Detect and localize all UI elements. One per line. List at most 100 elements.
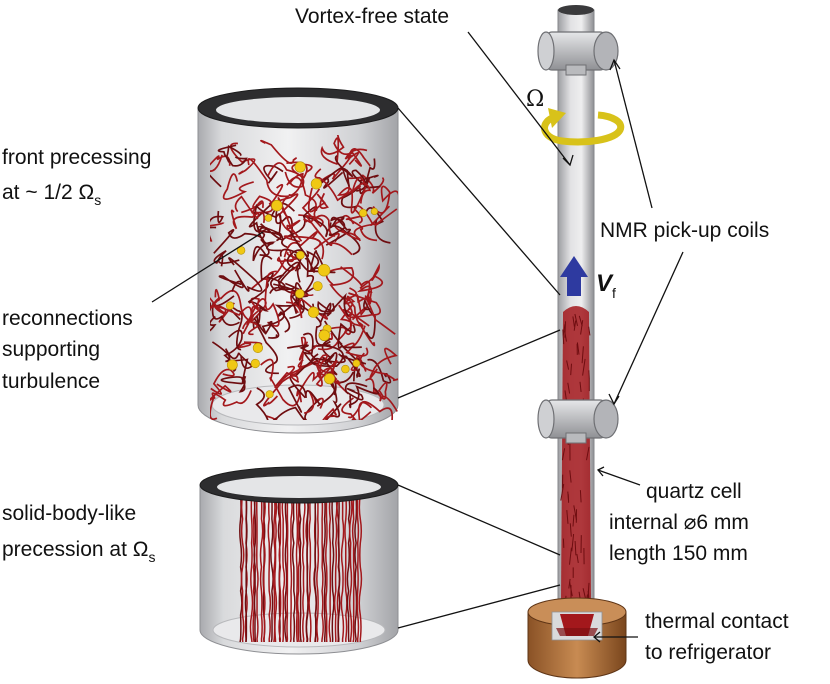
vortex-line (281, 494, 286, 642)
vortex-filament (210, 297, 227, 314)
vortex-filament (342, 325, 369, 357)
vortex-filament (340, 263, 380, 290)
up-arrow-icon (560, 256, 588, 296)
front-precessing-subscript: s (94, 192, 101, 208)
vortex-filament (210, 210, 224, 240)
vortex-filament (372, 185, 398, 214)
reconnection-point (296, 250, 305, 260)
vortex-line (256, 494, 259, 642)
tube-vortex-strand (571, 533, 575, 552)
vortex-filament (340, 208, 398, 241)
vortex-filament (325, 403, 342, 420)
vortex-line (346, 494, 351, 642)
vortex-filament (350, 355, 367, 372)
vortex-filament (287, 384, 321, 413)
vortex-filament (363, 298, 376, 340)
vortex-filament (210, 301, 217, 332)
vortex-line (322, 494, 327, 642)
vortex-line (259, 494, 264, 642)
label-reconnections: reconnections (2, 307, 133, 330)
vortex-filament (210, 383, 232, 420)
label-omega: Ω (526, 87, 544, 112)
copper-thermal-base (527, 597, 627, 679)
vortex-filament (314, 168, 362, 202)
vortex-filament (338, 304, 376, 347)
reconnection-point (294, 161, 306, 173)
tube-vortex-strand (574, 313, 578, 327)
vortex-line (351, 494, 355, 642)
vortex-line (356, 494, 360, 642)
reconnection-points (225, 161, 379, 399)
vortex-line (272, 494, 276, 642)
label-front-precessing: front precessing (2, 146, 151, 169)
vortex-filament (328, 217, 346, 237)
vortex-filament (218, 275, 244, 292)
reconnection-point (341, 364, 350, 374)
tube-vortex-strand (567, 382, 571, 394)
vortex-filament (251, 250, 295, 289)
vortex-filament (289, 353, 346, 399)
reconnection-point (359, 208, 368, 218)
tube-vortex-strand (566, 510, 569, 524)
vortex-filament (263, 164, 284, 184)
vortex-line (289, 494, 293, 642)
tube-vortex-strand (586, 594, 588, 600)
tube-vortex-strand (561, 448, 566, 461)
turbulent-vortex-tangle (210, 135, 398, 420)
vortex-filament (369, 347, 398, 379)
reconnection-point (225, 301, 235, 310)
vortex-filament (236, 341, 263, 349)
vortex-filament (320, 135, 345, 166)
vortex-filament (289, 257, 315, 320)
vortex-line (295, 494, 299, 642)
vortex-filament (260, 358, 302, 407)
tube-vortex-strand (576, 554, 579, 563)
tube-vortex-strand (573, 320, 577, 331)
vortex-filament (273, 282, 303, 310)
label-quartz-cell: quartz cell (646, 480, 742, 503)
vortex-filament (330, 371, 355, 418)
label-thermal-contact: thermal contact (645, 610, 789, 633)
vortex-filament (313, 192, 329, 222)
vortex-filament (359, 158, 376, 195)
tube-vortex-strand (574, 540, 577, 556)
velocity-subscript: f (612, 285, 616, 301)
vortex-line (286, 495, 289, 642)
vortex-line (252, 494, 256, 642)
vortex-filament (234, 195, 260, 220)
solid-body-cylinder (199, 466, 399, 655)
tube-vortex-strand (572, 316, 575, 327)
vortex-filament (337, 322, 362, 349)
vortex-filament (274, 353, 304, 388)
reconnection-point (264, 214, 273, 222)
tube-vortex-strand (579, 490, 582, 503)
vortex-filament (319, 167, 344, 189)
vortex-line (333, 494, 338, 642)
label-nmr-pickup-coils: NMR pick-up coils (600, 219, 769, 242)
label-solid-body-precession: precession at Ωs (2, 538, 155, 565)
vortex-filament (283, 230, 325, 260)
vortex-filament (304, 214, 353, 256)
reconnection-point (307, 306, 320, 318)
vortex-lines-array (239, 494, 363, 642)
vortex-filament (213, 249, 240, 267)
vortex-filament (253, 203, 282, 235)
tube-vortex-strand (560, 483, 565, 501)
vortex-line (313, 494, 317, 642)
tube-vortex-strand (569, 547, 572, 565)
vortex-line (296, 494, 301, 642)
vortex-filament (277, 197, 303, 242)
reconnection-point (271, 199, 283, 212)
reconnection-point (295, 289, 305, 299)
vortex-line (291, 494, 296, 642)
label-to-refrigerator: to refrigerator (645, 641, 771, 664)
vortex-filament (344, 382, 368, 401)
solid-body-precession-text: precession at Ω (2, 538, 148, 561)
vortex-filament (286, 299, 329, 320)
vortex-line (325, 494, 328, 642)
reconnection-point (226, 359, 238, 371)
vortex-filament (361, 280, 396, 335)
vortex-filament (289, 359, 318, 383)
vortex-filament (333, 137, 363, 167)
vortex-filament (334, 154, 354, 187)
